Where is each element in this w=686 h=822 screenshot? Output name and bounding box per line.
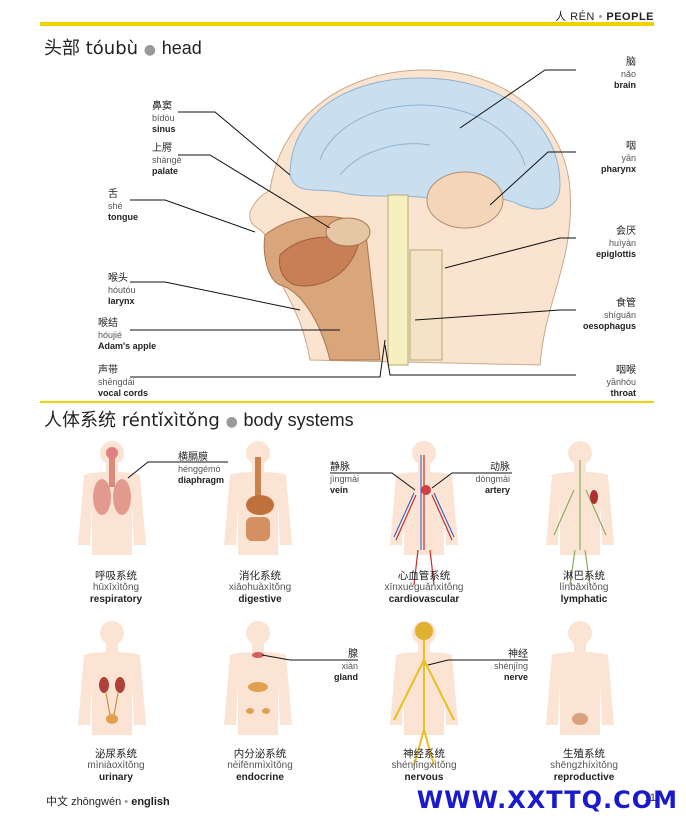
systems-title-en: body systems	[243, 410, 354, 430]
label-throat: 咽喉 yānhóu throat	[606, 365, 636, 398]
caption-endocrine: 内分泌系统 nèifēnmìxìtǒng endocrine	[227, 748, 293, 783]
footer-en: english	[131, 796, 170, 808]
label-palate: 上腭 shàngè palate	[152, 143, 182, 176]
separator-dot: ●	[143, 42, 156, 58]
chapter-header: 人 RÉN • PEOPLE	[555, 8, 654, 24]
label-oesophagus: 食管 shíguǎn oesophagus	[582, 298, 636, 331]
systems-section-title: 人体系统 réntǐxìtǒng ● body systems	[44, 406, 354, 432]
separator-dot: •	[598, 11, 603, 23]
caption-lymphatic: 淋巴系统 línbāxìtǒng lymphatic	[559, 570, 609, 605]
chapter-py: RÉN	[570, 11, 595, 23]
page-number: 11	[644, 792, 656, 804]
cardiovascular-figure	[390, 441, 458, 586]
head-title-en: head	[161, 38, 202, 58]
caption-digestive: 消化系统 xiāohuàxìtǒng digestive	[228, 570, 292, 605]
callout-vein: 静脉 jìngmài vein	[330, 462, 360, 495]
urinary-figure	[78, 621, 146, 735]
label-vocal-cords: 声带 shēngdài vocal cords	[98, 365, 149, 398]
footer-cn: 中文	[46, 795, 68, 808]
label-brain: 脑 nǎo brain	[613, 57, 636, 90]
reproductive-figure	[546, 621, 614, 735]
caption-respiratory: 呼吸系统 hūxīxìtǒng respiratory	[89, 570, 143, 605]
systems-title-py: réntǐxìtǒng	[121, 410, 220, 431]
top-accent-bar	[40, 22, 654, 26]
nervous-figure	[390, 621, 458, 766]
digestive-figure	[224, 441, 292, 555]
separator-dot: ●	[225, 414, 238, 430]
label-sinus: 鼻窦 bídòu sinus	[152, 101, 176, 134]
callout-nerve: 神经 shénjīng nerve	[493, 649, 528, 682]
endocrine-figure	[224, 621, 292, 735]
footer-py: zhōngwén	[71, 796, 122, 808]
watermark: WWW.XXTTQ.COM	[416, 786, 678, 814]
separator-dot: •	[124, 796, 129, 808]
callout-gland: 腺 xiàn gland	[334, 649, 358, 682]
head-title-py: tóubù	[85, 38, 139, 59]
chapter-cn: 人	[555, 10, 567, 23]
label-tongue: 舌 shé tongue	[108, 189, 138, 222]
head-title-cn: 头部	[44, 38, 80, 59]
callout-diaphragm: 横膈膜 hénggémó diaphragm	[178, 452, 225, 485]
label-epiglottis: 会厌 huìyàn epiglottis	[596, 226, 636, 259]
chapter-en: PEOPLE	[606, 11, 654, 23]
footer: 中文 zhōngwén • english	[46, 793, 170, 809]
caption-urinary: 泌尿系统 mìniàoxìtǒng urinary	[87, 748, 145, 783]
label-pharynx: 咽 yān pharynx	[600, 141, 636, 174]
label-adams-apple: 喉结 hóujié Adam's apple	[98, 318, 157, 351]
systems-title-cn: 人体系统	[44, 410, 116, 431]
section-divider	[40, 401, 654, 403]
caption-reproductive: 生殖系统 shēngzhíxìtǒng reproductive	[550, 748, 618, 783]
callout-artery: 动脉 dòngmài artery	[475, 462, 510, 495]
head-section-title: 头部 tóubù ● head	[44, 34, 202, 60]
label-larynx: 喉头 hóutóu larynx	[108, 273, 136, 306]
lymphatic-figure	[546, 441, 614, 586]
caption-nervous: 神经系统 shénjīngxìtǒng nervous	[391, 748, 457, 783]
caption-cardiovascular: 心血管系统 xīnxuèguǎnxìtǒng cardiovascular	[384, 570, 464, 605]
respiratory-figure	[78, 441, 146, 555]
